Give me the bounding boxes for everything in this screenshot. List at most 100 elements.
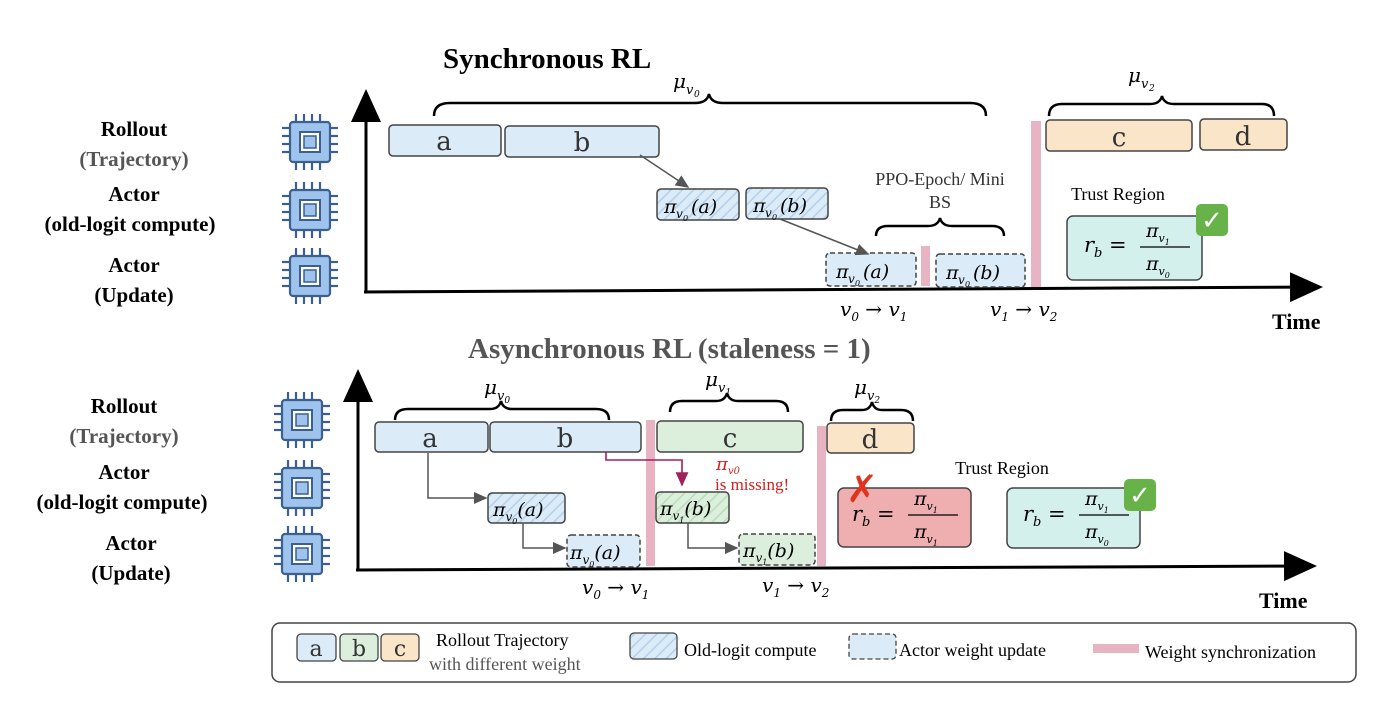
svg-text:0: 0: [855, 279, 860, 288]
async-rollout-label-d: d: [862, 425, 879, 455]
svg-text:v: v: [848, 272, 855, 286]
sync-ratio-formula: rb = πv1 πv0: [1084, 220, 1190, 280]
async-old-logit-block: [487, 492, 566, 524]
svg-text:rb =: rb =: [1023, 502, 1066, 530]
sync-rollout-label-a: a: [436, 127, 452, 157]
check-icon-glyph: ✓: [1129, 481, 1151, 511]
gpu-chip-icon: [280, 112, 340, 172]
async-flow-arrow: [687, 523, 739, 554]
svg-text:π: π: [715, 454, 729, 475]
sync-mu-v0-label: μ v 0: [673, 69, 700, 100]
svg-text:π: π: [835, 261, 849, 283]
sync-row-label-rollout: Rollout: [101, 117, 168, 141]
async-rollout-label-a: a: [422, 424, 438, 454]
legend-sync-swatch: [1093, 644, 1139, 653]
svg-text:0: 0: [772, 213, 777, 222]
async-mu-v2-label: μv2: [854, 375, 880, 406]
svg-text:(b): (b): [973, 262, 1000, 284]
legend-block-c-label: c: [394, 637, 406, 662]
async-update-block: [566, 534, 641, 568]
svg-text:v: v: [686, 83, 694, 98]
sync-brace-mu-v0: [432, 93, 988, 117]
sync-rollout-label-d: d: [1235, 122, 1252, 152]
sync-old-logit-block: [656, 188, 740, 221]
async-old-logit-block: [655, 491, 730, 524]
svg-text:v: v: [958, 273, 965, 287]
svg-text:(a): (a): [863, 261, 889, 283]
svg-text:0: 0: [683, 214, 688, 223]
sync-old-logit-label: π v 0 (b): [752, 195, 807, 222]
async-brace-mu-v1: [668, 392, 790, 413]
async-trust-region-bad-box: [837, 487, 972, 548]
async-x-axis: [355, 551, 1317, 582]
sync-rollout-block-b: [504, 125, 660, 158]
svg-text:π: π: [663, 196, 677, 218]
sync-row-label-actor: Actor: [108, 182, 159, 206]
sync-trust-region-box: [1066, 215, 1203, 281]
svg-text:is missing!: is missing!: [715, 475, 789, 494]
svg-text:rb =: rb =: [852, 502, 895, 530]
async-weight-sync-bar: [817, 426, 826, 566]
legend-old-logit-label: Old-logit compute: [684, 640, 816, 660]
sync-row-label-trajectory: (Trajectory): [79, 147, 188, 171]
svg-text:v: v: [1141, 77, 1149, 92]
sync-old-logit-label: π v 0 (a): [663, 196, 717, 223]
legend-block-b-label: b: [352, 637, 366, 662]
async-row-label-rollout: Rollout: [91, 394, 158, 418]
async-rollout-label-b: b: [557, 424, 574, 454]
gpu-chip-icon: [280, 246, 340, 306]
legend-block-a: [296, 633, 337, 662]
async-row-label-update: (Update): [91, 561, 170, 585]
gpu-chip-icon: [272, 390, 332, 450]
legend-block-b: [339, 633, 379, 662]
legend-block-a-label: a: [309, 637, 322, 662]
svg-text:v: v: [676, 207, 683, 221]
async-row-label-actor: Actor: [98, 460, 149, 484]
gpu-chip-icon: [272, 524, 332, 584]
async-rollout-block-d: [826, 422, 915, 454]
ppo-epoch-label: PPO-Epoch/ Mini: [875, 169, 1005, 189]
sync-update-label: π v 0 (a): [835, 261, 889, 288]
sync-flow-arrow: [779, 218, 870, 256]
svg-text:μ: μ: [673, 69, 686, 93]
sync-rollout-block-d: [1199, 118, 1288, 151]
sync-title: Synchronous RL: [443, 43, 651, 75]
sync-x-axis: [363, 272, 1323, 303]
svg-text:π: π: [945, 262, 959, 284]
async-update-block: [738, 533, 816, 566]
svg-text:v0 → v1: v0 → v1: [582, 575, 649, 602]
svg-text:μv0: μv0: [484, 375, 510, 406]
async-title: Asynchronous RL (staleness = 1): [468, 333, 871, 365]
check-icon: [1196, 204, 1228, 236]
sync-rollout-label-c: c: [1112, 123, 1127, 153]
legend-rollout-label: Rollout Trajectory: [436, 630, 569, 650]
legend-update-swatch: [848, 633, 897, 660]
async-rollout-label-c: c: [723, 424, 738, 454]
svg-text:π: π: [752, 195, 766, 217]
async-row-label-old-logit: (old-logit compute): [37, 490, 208, 514]
async-rollout-block-b: [489, 421, 642, 453]
cross-icon: ✗: [846, 467, 878, 511]
async-row-label-actor-2: Actor: [105, 531, 156, 555]
legend-old-logit-swatch: [629, 632, 678, 660]
check-icon: [1124, 479, 1156, 511]
sync-trust-region-label: Trust Region: [1071, 184, 1165, 204]
ppo-epoch-label-bs: BS: [929, 192, 951, 212]
legend-sync-label: Weight synchronization: [1145, 642, 1316, 662]
sync-update-block: [825, 252, 917, 287]
sync-weight-sync-bar: [1031, 121, 1041, 287]
sync-rollout-block-c: [1045, 119, 1193, 152]
check-icon-glyph: ✓: [1201, 206, 1223, 236]
svg-text:μv2: μv2: [854, 375, 880, 406]
svg-text:v1 → v2: v1 → v2: [762, 573, 829, 600]
async-flow-arrow: [427, 453, 488, 504]
sync-rollout-block-a: [388, 124, 502, 157]
svg-text:v0: v0: [728, 466, 741, 477]
sync-row-label-update: (Update): [94, 283, 173, 307]
missing-logit-arrow: [605, 452, 689, 487]
svg-text:rb =: rb =: [1084, 233, 1127, 261]
async-trust-region-label: Trust Region: [955, 458, 1049, 478]
sync-version-label: v0 → v1: [840, 297, 907, 324]
sync-version-label: v1 → v2: [990, 297, 1057, 324]
